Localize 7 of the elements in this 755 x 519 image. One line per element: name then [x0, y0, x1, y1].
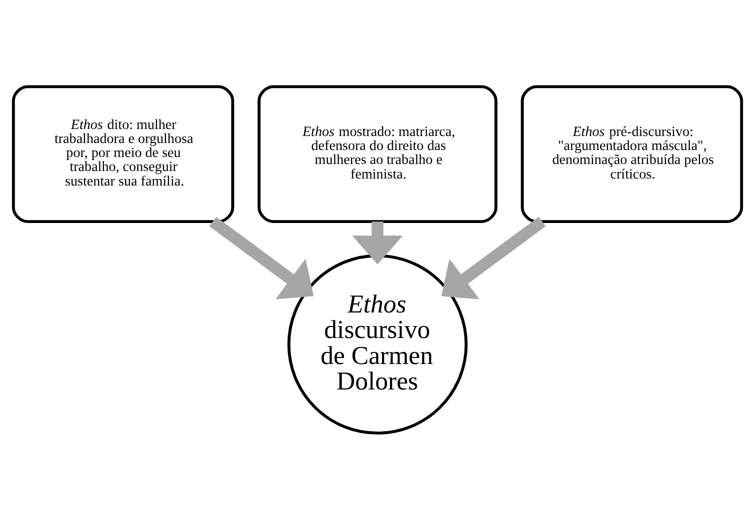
arrow — [352, 221, 403, 264]
node-box: Ethos pré-discursivo: "argumentadora máscula", denominação atribuída pelos críticos. — [520, 84, 744, 222]
node-circle: Ethos discursivo de Carmen Dolores — [287, 254, 468, 434]
arrow — [209, 216, 314, 299]
node-box: Ethos mostrado: matriarca, defensora do direito das mulheres ao trabalho e feminista. — [258, 84, 498, 222]
node-box: Ethos dito: mulher trabalhadora e orgulhosa por, por meio de seu trabalho, conseguir sustentar sua família. — [12, 84, 234, 222]
arrow — [441, 216, 546, 299]
